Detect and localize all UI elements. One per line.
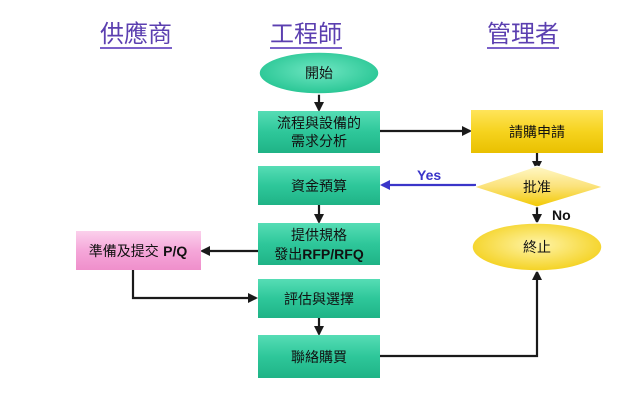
node-purchase-request: 請購申請	[471, 110, 603, 153]
node-needs-analysis-line2: 需求分析	[291, 134, 347, 150]
node-spec-line2-bold: RFP/RFQ	[302, 246, 364, 262]
node-needs-analysis: 流程與設備的 需求分析	[258, 111, 380, 153]
node-terminate: 終止	[471, 222, 603, 272]
node-evaluate: 評估與選擇	[258, 279, 380, 318]
node-contact-label: 聯絡購買	[291, 350, 347, 366]
node-prepare-submit: 準備及提交 P/Q	[76, 231, 201, 270]
node-spec: 提供規格 發出RFP/RFQ	[258, 223, 380, 265]
node-budget: 資金預算	[258, 166, 380, 205]
edge-contact-to-terminate	[380, 270, 542, 358]
edge-label-yes: Yes	[417, 167, 441, 183]
node-spec-line2-prefix: 發出	[274, 247, 302, 263]
node-approve-decision: 批准	[472, 165, 605, 208]
node-start-label: 開始	[305, 66, 333, 82]
node-start: 開始	[258, 51, 380, 95]
edge-label-no: No	[552, 207, 571, 223]
edge-prepare-to-evaluate	[131, 270, 258, 303]
node-prepare-submit-bold: P/Q	[163, 243, 187, 259]
node-budget-label: 資金預算	[291, 179, 347, 195]
node-purchase-request-label: 請購申請	[509, 125, 565, 141]
node-contact: 聯絡購買	[258, 335, 380, 378]
lane-title-supplier: 供應商	[100, 20, 172, 48]
node-needs-analysis-line1: 流程與設備的	[277, 116, 361, 132]
node-prepare-submit-label: 準備及提交 P/Q	[89, 243, 188, 260]
node-spec-line1: 提供規格	[291, 228, 347, 244]
node-spec-line2: 發出RFP/RFQ	[274, 246, 364, 263]
lane-title-engineer: 工程師	[270, 20, 342, 48]
node-prepare-submit-prefix: 準備及提交	[89, 243, 163, 260]
lane-title-manager: 管理者	[487, 20, 559, 48]
node-approve-label: 批准	[523, 180, 551, 196]
node-terminate-label: 終止	[523, 240, 551, 256]
node-evaluate-label: 評估與選擇	[284, 292, 354, 308]
